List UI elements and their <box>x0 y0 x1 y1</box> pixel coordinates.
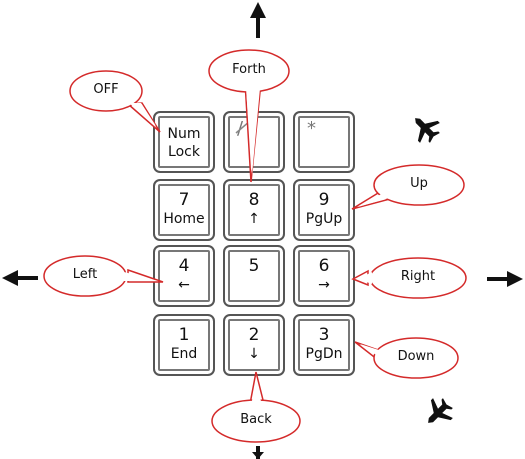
key-label: 5 <box>248 256 260 276</box>
key-1-end[interactable]: 1 End <box>153 314 215 376</box>
key-9-pgup[interactable]: 9 PgUp <box>293 179 355 241</box>
key-label: 2 <box>248 325 260 345</box>
callout-down <box>354 337 459 379</box>
key-label: 3 <box>318 325 330 345</box>
callout-up-label: Up <box>410 176 428 191</box>
key-label: * <box>307 118 316 139</box>
key-sublabel: → <box>318 277 330 293</box>
key-sublabel: PgDn <box>305 346 343 362</box>
arrow-left-icon <box>2 270 38 286</box>
key-8-up[interactable]: 8 ↑ <box>223 179 285 241</box>
key-sublabel: ← <box>178 277 190 293</box>
arrow-up-icon <box>250 2 266 38</box>
key-label: 8 <box>248 190 260 210</box>
key-label: / <box>237 118 244 139</box>
key-sublabel: PgUp <box>305 211 343 227</box>
callout-right-label: Right <box>400 269 436 284</box>
key-3-pgdn[interactable]: 3 PgDn <box>293 314 355 376</box>
key-sublabel: Lock <box>168 144 200 160</box>
key-sublabel: ↑ <box>248 211 260 227</box>
key-sublabel: End <box>170 346 198 362</box>
key-4-left[interactable]: 4 ← <box>153 245 215 307</box>
callout-left <box>43 255 164 297</box>
key-sublabel: ↓ <box>248 346 260 362</box>
callout-up <box>351 164 465 210</box>
key-label: 6 <box>318 256 330 276</box>
key-6-right[interactable]: 6 → <box>293 245 355 307</box>
key-7-home[interactable]: 7 Home <box>153 179 215 241</box>
key-label: Num <box>167 126 201 142</box>
callout-forth-label: Forth <box>232 62 266 77</box>
key-label: 4 <box>178 256 190 276</box>
arrow-right-icon <box>487 271 523 287</box>
key-5[interactable]: 5 <box>223 245 285 307</box>
key-asterisk[interactable]: * <box>293 111 355 173</box>
airplane-icon <box>428 398 453 423</box>
callout-back <box>211 371 301 443</box>
arrow-down-icon <box>252 446 264 459</box>
callout-off <box>69 70 161 133</box>
key-label: 9 <box>318 190 330 210</box>
callout-left-label: Left <box>72 267 98 282</box>
callout-right <box>351 257 467 299</box>
callout-back-label: Back <box>240 412 272 427</box>
key-label: 7 <box>178 190 190 210</box>
key-label: 1 <box>178 325 190 345</box>
key-2-down[interactable]: 2 ↓ <box>223 314 285 376</box>
callout-down-label: Down <box>397 349 435 364</box>
key-num-lock[interactable]: Num Lock <box>153 111 215 173</box>
airplane-icon <box>415 118 440 143</box>
callout-off-label: OFF <box>93 82 119 97</box>
key-sublabel: Home <box>163 211 205 227</box>
callout-forth <box>208 49 290 183</box>
